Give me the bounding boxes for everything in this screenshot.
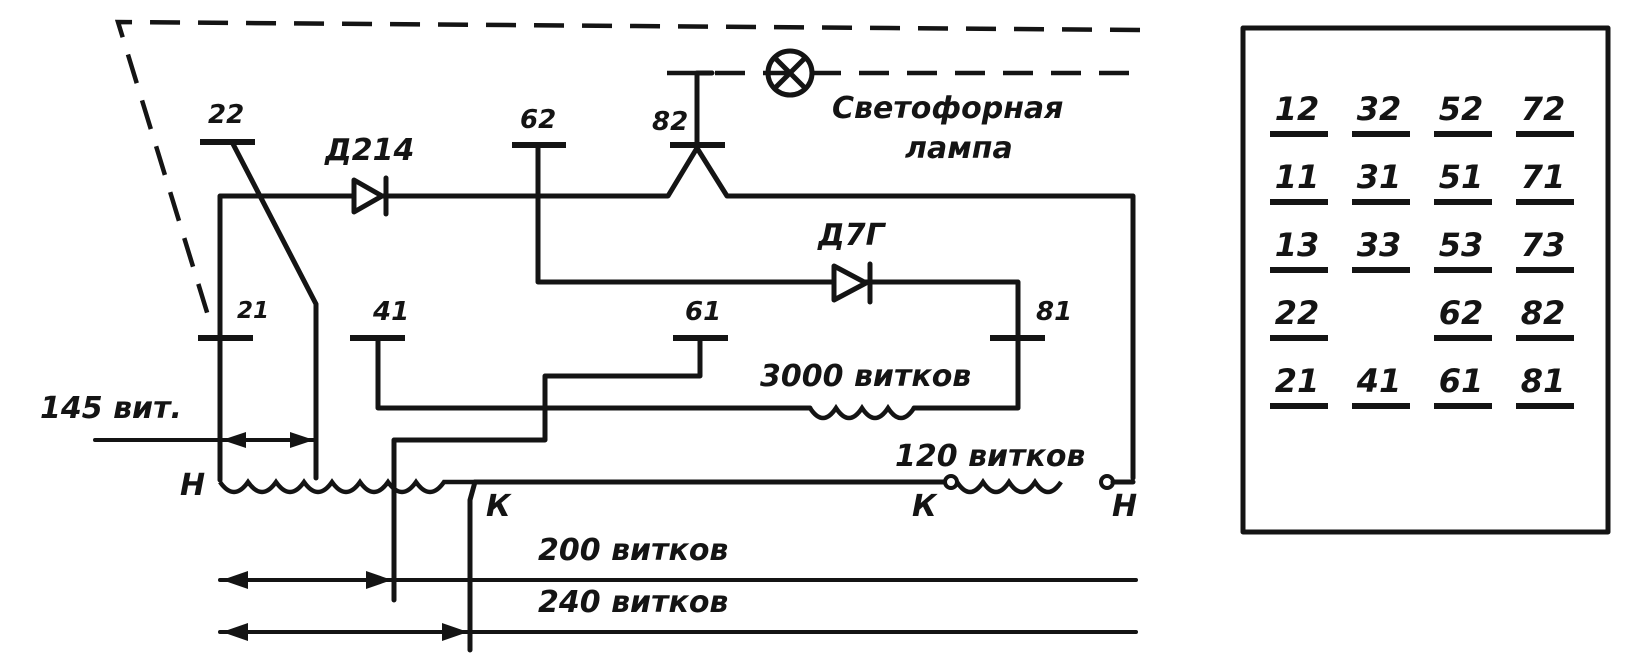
dim-240-arrow-left-icon: [222, 623, 248, 641]
d7g-branch-wire: [535, 142, 1021, 341]
coil-3000-turns-icon: [808, 403, 916, 421]
table-cell-label: 72: [1521, 90, 1566, 128]
dim-145-label: 145 вит.: [40, 391, 182, 426]
coil-120-label: 120 витков: [895, 439, 1085, 474]
dim-240-label: 240 витков: [538, 585, 728, 620]
table-cell-label: 12: [1275, 90, 1320, 128]
diode-d7g-icon: [831, 261, 873, 305]
coil-3000-return: [911, 335, 1021, 411]
table-cell-label: 32: [1357, 90, 1402, 128]
terminal-62-label: 62: [520, 105, 556, 135]
dim-240-arrow-right-icon: [442, 623, 468, 641]
label-k-right: К: [912, 489, 938, 524]
table-cell-label: 61: [1439, 362, 1484, 400]
table-cell-label: 13: [1275, 226, 1320, 264]
coil-3000-lead: [375, 335, 813, 411]
switch-arm-22: [229, 139, 319, 481]
terminal-61-label: 61: [685, 297, 721, 327]
label-h-left: Н: [180, 468, 205, 503]
diode-d7g-label: Д7Г: [817, 218, 887, 253]
tap-200-lead: [391, 335, 703, 603]
lamp-label: Светофорная: [832, 91, 1063, 126]
main-winding-icon: [218, 478, 475, 495]
signal-lamp-icon: [765, 48, 815, 98]
table-cell-label: 62: [1439, 294, 1484, 332]
table-cell-label: 52: [1439, 90, 1484, 128]
dim-200-arrow-left-icon: [222, 571, 248, 589]
table-cell-label: 11: [1275, 158, 1320, 196]
table-cell-label: 33: [1357, 226, 1402, 264]
terminal-81-label: 81: [1036, 297, 1072, 327]
lamp-dashed-wires: [114, 19, 1141, 323]
coil-3000-label: 3000 витков: [760, 359, 971, 394]
table-cell-label: 73: [1521, 226, 1566, 264]
terminal-21-label: 21: [237, 298, 269, 324]
diode-d214-label: Д214: [324, 133, 414, 168]
table-cell-label: 51: [1439, 158, 1484, 196]
table-cell-label: 53: [1439, 226, 1484, 264]
winding-end-lead: [467, 479, 478, 653]
dim-200-arrow-right-icon: [366, 571, 392, 589]
table-cell-label: 41: [1356, 362, 1402, 400]
terminal-22-label: 22: [208, 100, 244, 130]
table-cell-label: 82: [1521, 294, 1566, 332]
dim-200-label: 200 витков: [538, 533, 728, 568]
terminal-41-label: 41: [372, 297, 409, 327]
label-k-left: К: [486, 489, 512, 524]
table-cell-label: 22: [1275, 294, 1320, 332]
coil-120-turns-icon: [955, 477, 1063, 495]
dim-145-arrow-left-icon: [222, 432, 246, 448]
dim-145-arrow-right-icon: [290, 432, 314, 448]
table-cell-label: 21: [1275, 362, 1320, 400]
terminal-k-right-icon: [943, 474, 959, 490]
table-cell-label: 71: [1521, 158, 1566, 196]
label-h-right: Н: [1112, 489, 1137, 524]
diode-d214-icon: [351, 175, 389, 217]
table-cell-label: 81: [1521, 362, 1566, 400]
table-cell-label: 31: [1357, 158, 1402, 196]
lamp-label-2: лампа: [905, 131, 1013, 166]
terminal-table: 12 32 52 72 11 31 51 71 13 33 53 73 22 62 82 21 41 61 81: [1270, 90, 1574, 409]
terminal-82-label: 82: [652, 107, 688, 137]
terminal-table-frame: [1240, 25, 1611, 535]
